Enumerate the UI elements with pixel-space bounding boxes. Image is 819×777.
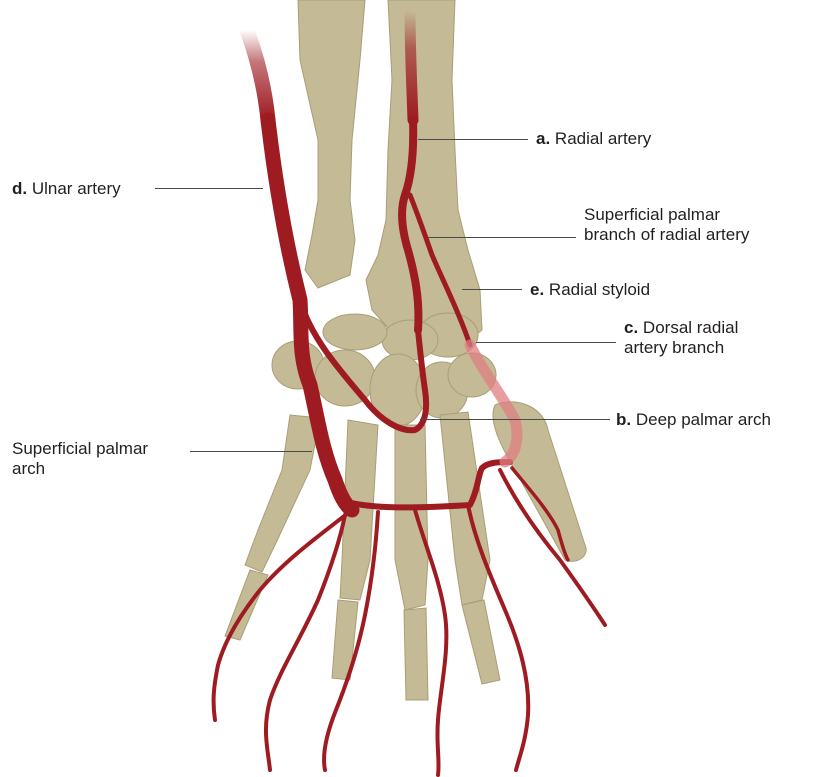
label-ulnar-artery: d. Ulnar artery: [12, 179, 121, 199]
leader-radial-styloid: [462, 289, 522, 290]
leader-radial-artery: [418, 139, 528, 140]
metacarpal-3: [395, 425, 428, 610]
proximal-phalanx-2: [462, 600, 500, 684]
radius-bone: [366, 0, 482, 352]
leader-ulnar-artery: [155, 188, 263, 189]
bones: [225, 0, 586, 700]
label-radial-styloid: e. Radial styloid: [530, 280, 650, 300]
radial-artery-proximal-fade: [410, 10, 413, 120]
ulnar-artery-proximal-fade: [247, 30, 268, 120]
lunate-bone: [382, 320, 438, 360]
digital-artery-2: [266, 515, 345, 770]
label-radial-artery: a. Radial artery: [536, 129, 651, 149]
leader-dorsal-branch: [476, 342, 616, 343]
leader-superficial-branch: [428, 237, 576, 238]
triquetrum-bone: [323, 314, 387, 350]
leader-superficial-arch: [190, 451, 312, 452]
label-deep-arch: b. Deep palmar arch: [616, 410, 771, 430]
leader-deep-arch: [420, 419, 610, 420]
proximal-phalanx-3: [404, 608, 428, 700]
metacarpal-5: [245, 415, 320, 572]
ulna-bone: [298, 0, 365, 288]
proximal-phalanx-4: [332, 600, 358, 680]
